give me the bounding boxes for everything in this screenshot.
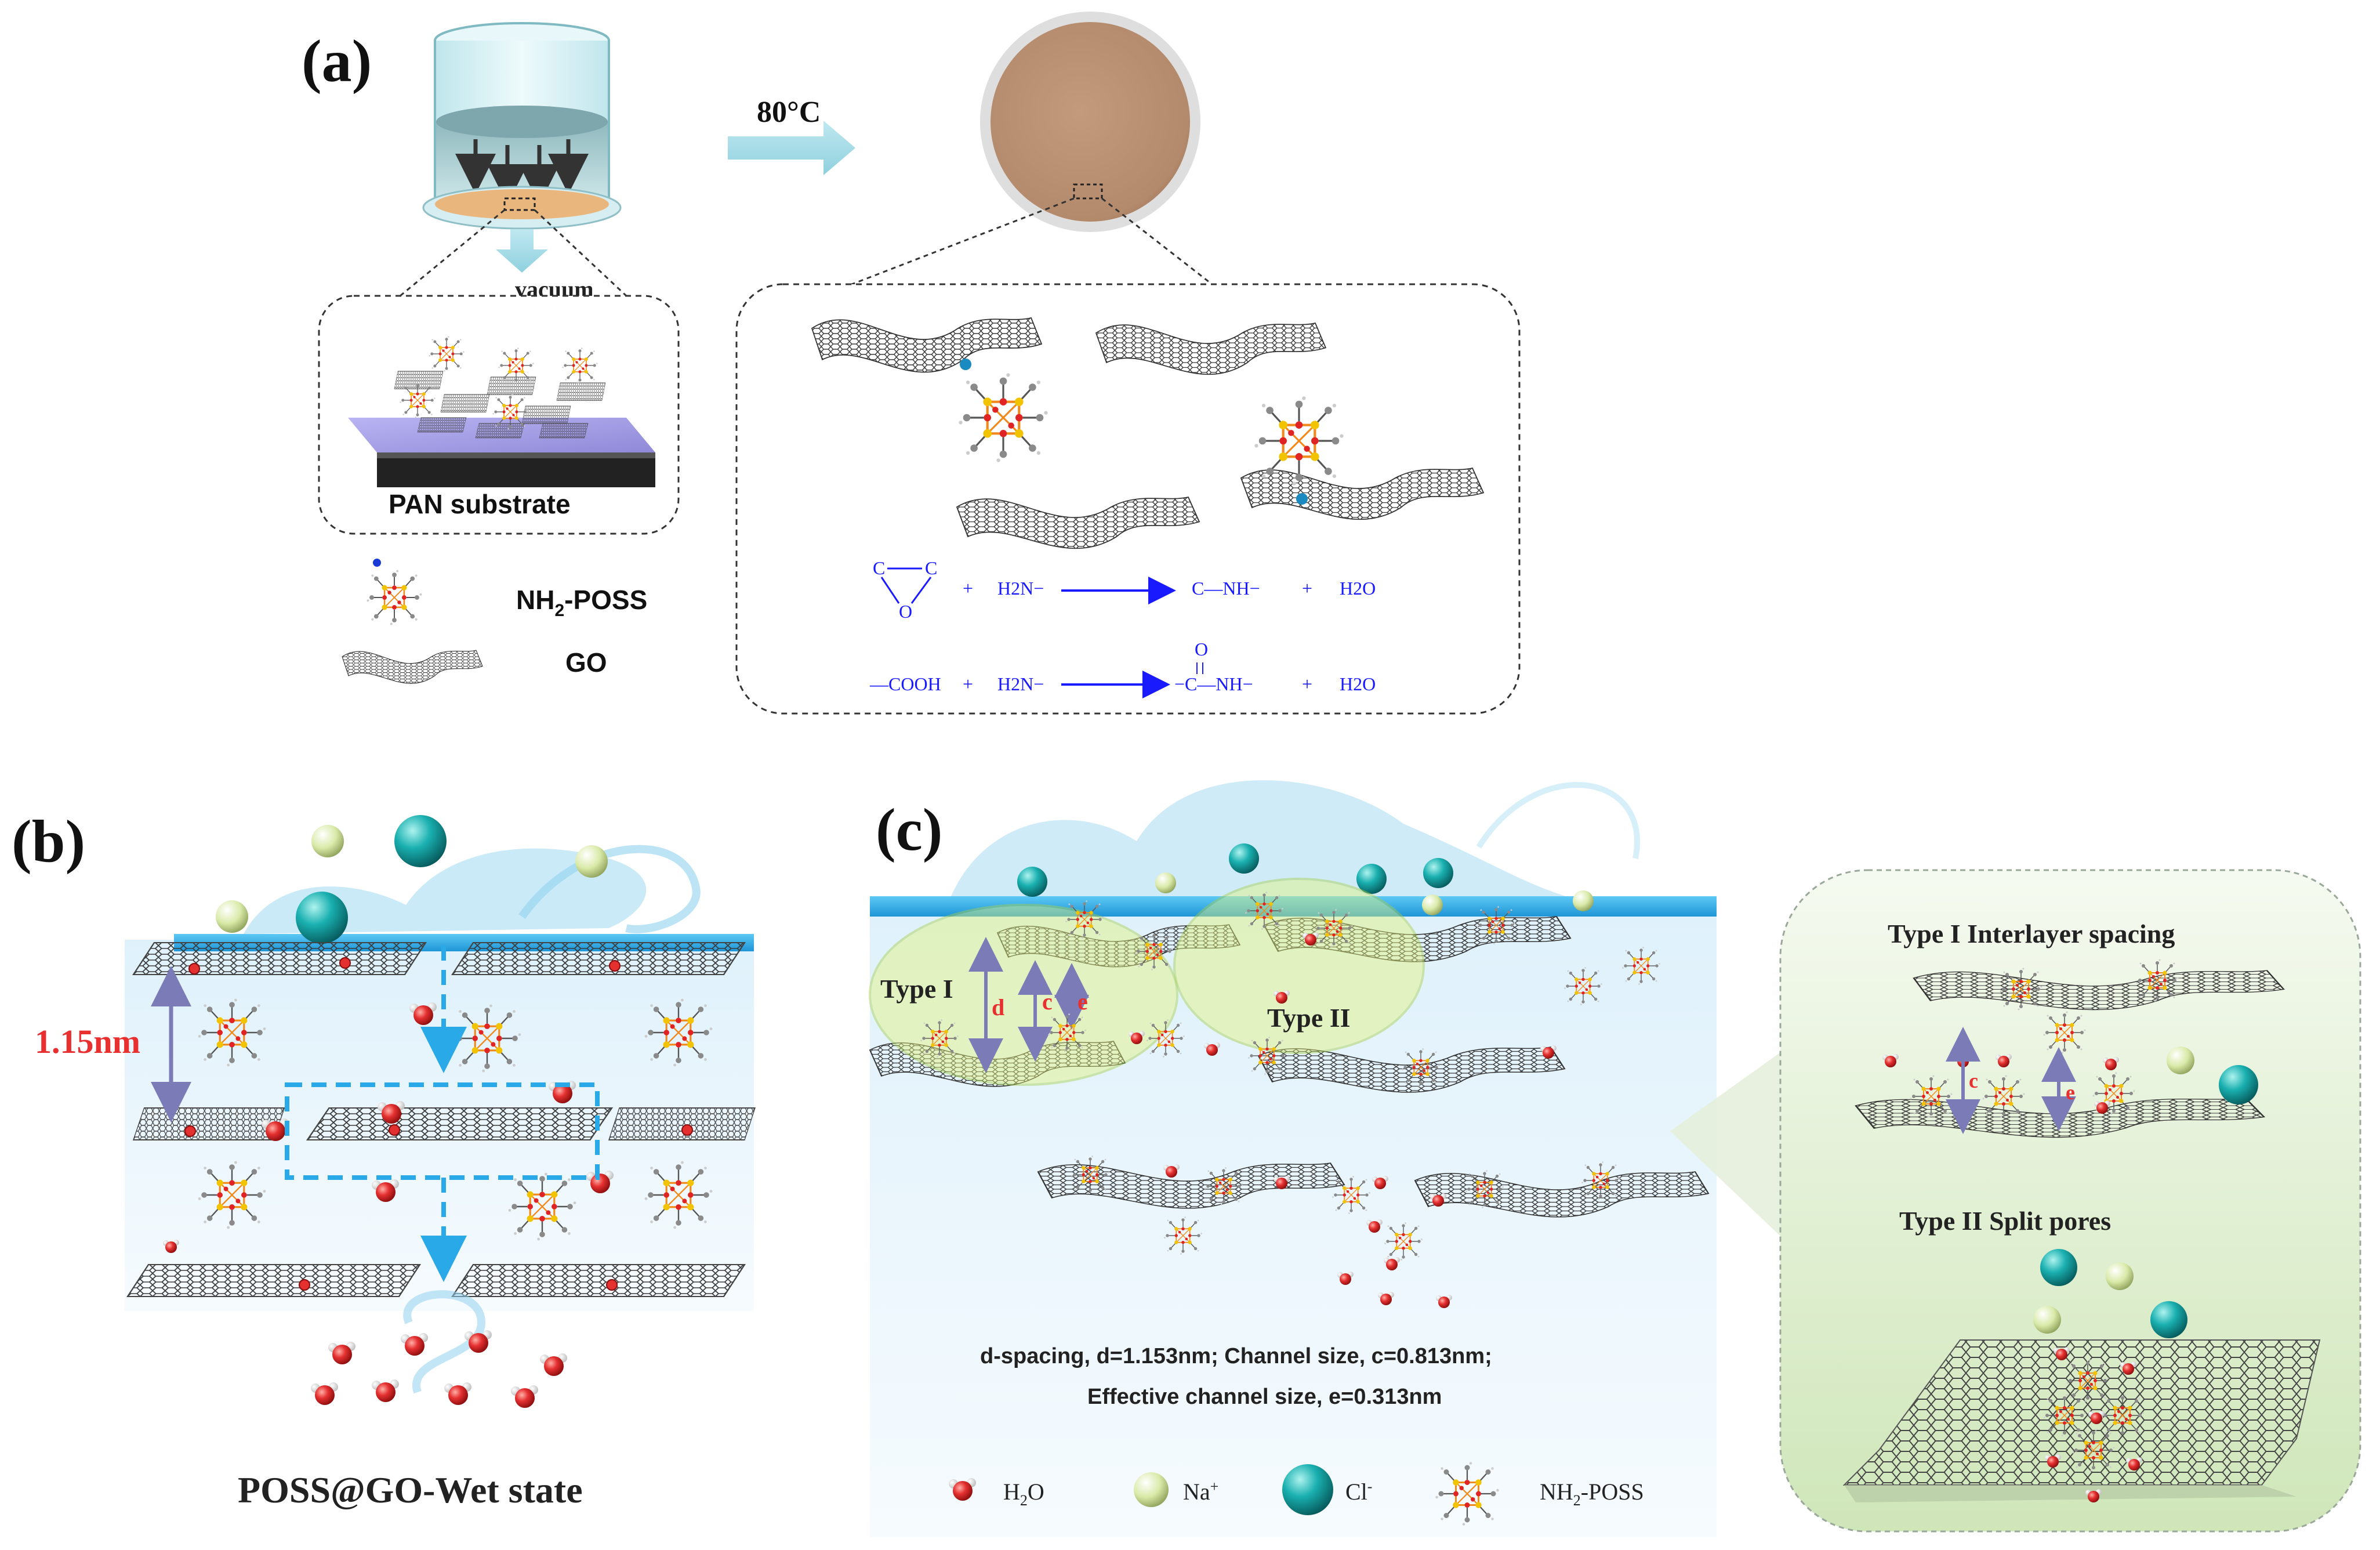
legend-na-label: Na+ xyxy=(1183,1478,1218,1505)
legend-h2o-label: H2O xyxy=(1003,1479,1044,1509)
c-label: c xyxy=(1042,988,1053,1015)
sodium-ion xyxy=(575,845,608,878)
sodium-ion xyxy=(311,825,344,857)
legend-na-icon xyxy=(1134,1472,1169,1507)
legend-poss-c-label: NH2-POSS xyxy=(1540,1479,1644,1509)
panel-a: (a) vacuum xyxy=(302,12,1521,715)
svg-text:H2O: H2O xyxy=(1340,673,1376,694)
type-ii-region xyxy=(1173,878,1425,1054)
inset-title-type-i: Type I Interlayer spacing xyxy=(1888,919,2175,948)
legend-go-label: GO xyxy=(565,647,607,678)
reaction-carboxyl: —COOH + H2N− O −C—NH− + H2O xyxy=(869,639,1376,698)
svg-text:O: O xyxy=(899,601,912,622)
svg-text:C: C xyxy=(873,557,885,578)
heating-arrow xyxy=(728,121,855,175)
pan-substrate-label: PAN substrate xyxy=(389,489,571,519)
svg-text:H2N−: H2N− xyxy=(997,673,1044,694)
crosslinking-inset: C C O + H2N− C—NH− + H2O —COOH + H2N− O xyxy=(735,283,1521,715)
legend-cl-icon xyxy=(1282,1464,1333,1515)
panel-c: (c) Type I Type II xyxy=(869,780,2361,1537)
legend-poss-icon xyxy=(366,559,423,626)
panel-b-caption: POSS@GO-Wet state xyxy=(238,1469,583,1511)
svg-text:—COOH: —COOH xyxy=(869,673,941,694)
svg-text:C: C xyxy=(925,557,937,578)
svg-text:C—NH−: C—NH− xyxy=(1192,578,1260,599)
panel-a-label: (a) xyxy=(302,28,372,95)
type-i-label: Type I xyxy=(880,974,953,1004)
chloride-ion xyxy=(296,892,348,944)
panel-c-stat-line-1: d-spacing, d=1.153nm; Channel size, c=0.… xyxy=(980,1344,1492,1368)
svg-text:+: + xyxy=(1302,578,1312,599)
chloride-ion xyxy=(394,815,447,867)
legend-poss-c-icon xyxy=(1434,1461,1500,1527)
svg-text:+: + xyxy=(963,673,973,694)
legend-go-icon xyxy=(342,650,483,684)
vacuum-filtration-beaker xyxy=(422,22,622,230)
svg-text:H2O: H2O xyxy=(1340,578,1376,599)
temperature-label: 80°C xyxy=(757,96,821,129)
type-ii-label: Type II xyxy=(1267,1003,1351,1033)
svg-text:O: O xyxy=(1195,639,1208,660)
svg-text:−C—NH−: −C—NH− xyxy=(1174,673,1253,694)
vacuum-arrow xyxy=(496,229,548,273)
panel-b: (b) xyxy=(12,808,756,1511)
inset-e-label: e xyxy=(2066,1081,2075,1104)
d-label: d xyxy=(992,994,1004,1020)
e-label: e xyxy=(1077,988,1088,1015)
inset-c-label: c xyxy=(1969,1069,1978,1092)
panel-c-stat-line-2: Effective channel size, e=0.313nm xyxy=(1087,1385,1442,1409)
svg-text:H2N−: H2N− xyxy=(997,578,1044,599)
panel-c-label: (c) xyxy=(876,796,942,863)
svg-text:+: + xyxy=(963,578,973,599)
pan-substrate-inset: PAN substrate xyxy=(318,295,680,535)
legend-cl-label: Cl- xyxy=(1345,1478,1372,1505)
inset-title-type-ii: Type II Split pores xyxy=(1899,1206,2111,1236)
spacing-label: 1.15nm xyxy=(35,1023,140,1060)
svg-text:+: + xyxy=(1302,673,1312,694)
mechanism-inset: Type I Interlayer spacing c e Type II Sp… xyxy=(1779,869,2361,1533)
panel-b-label: (b) xyxy=(12,808,85,875)
legend-poss-label: NH2-POSS xyxy=(516,585,647,620)
reaction-epoxide: C C O + H2N− C—NH− + H2O xyxy=(873,557,1376,622)
membrane-disk xyxy=(980,12,1200,232)
sodium-ion xyxy=(216,900,248,933)
